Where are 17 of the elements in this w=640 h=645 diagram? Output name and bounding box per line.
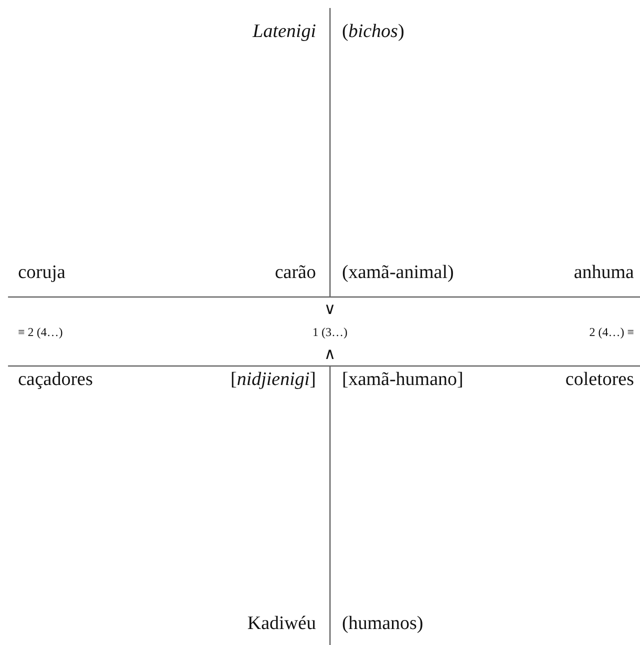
label: anhuma [574, 263, 634, 282]
label: carão [274, 263, 316, 282]
label: [nidjienigi] [230, 370, 316, 389]
label: 1 (3…) [312, 326, 348, 338]
label: (xamã-animal) [342, 263, 454, 282]
label: Kadiwéu [247, 614, 316, 633]
label: caçadores [18, 370, 93, 389]
label: (humanos) [342, 614, 424, 633]
label: Latenigi [252, 22, 316, 41]
label: 2 (4…) ≡ [589, 326, 634, 338]
label: ≡ 2 (4…) [18, 326, 63, 338]
down-chevron: ∨ [324, 302, 336, 318]
label: coruja [18, 263, 66, 282]
label: [xamã-humano] [342, 370, 464, 389]
label: coletores [565, 370, 634, 389]
label: (bichos) [342, 22, 404, 41]
up-chevron: ∧ [324, 347, 336, 363]
